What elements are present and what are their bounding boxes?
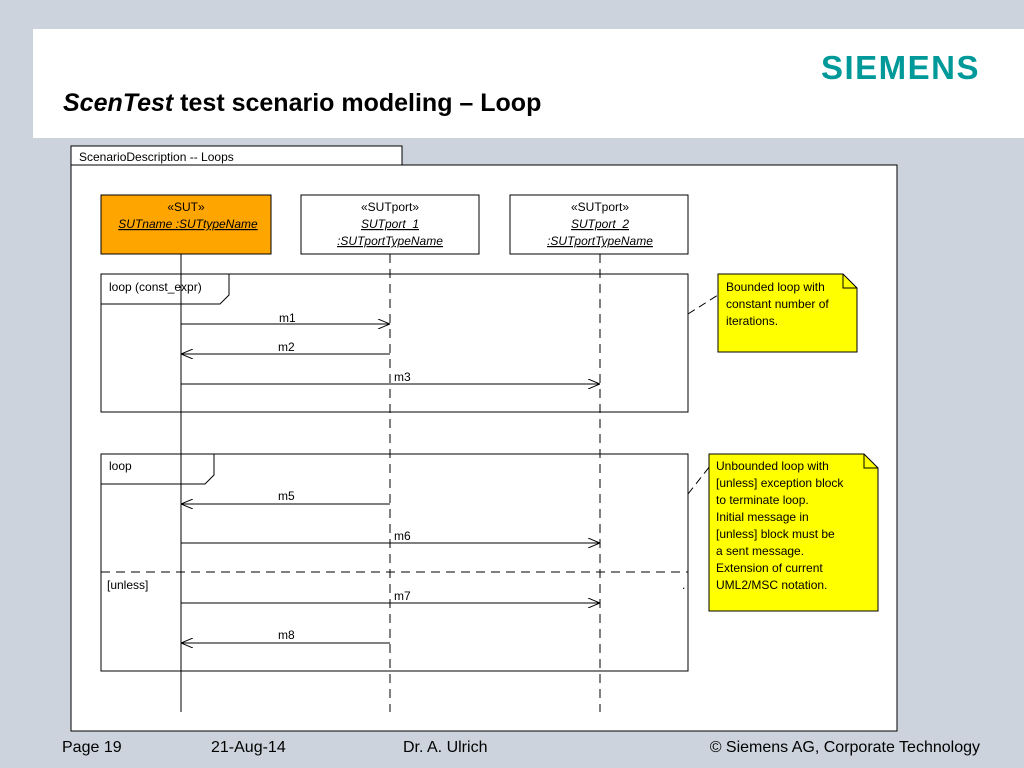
loop-fragment-unbounded: loop [unless] . — [100, 453, 689, 672]
note-bounded-line-1: Bounded loop with — [726, 280, 825, 294]
note-bounded-line-3: iterations. — [726, 314, 778, 328]
message-m2: m2 — [181, 340, 390, 354]
message-m3: m3 — [181, 370, 600, 384]
message-m1: m1 — [181, 311, 390, 325]
message-m1-label: m1 — [279, 311, 296, 325]
message-m7: m7 — [181, 589, 600, 603]
message-m5: m5 — [181, 489, 390, 504]
footer-copyright: © Siemens AG, Corporate Technology — [709, 739, 980, 756]
siemens-logo: SIEMENS — [820, 49, 980, 86]
lifeline-sut: «SUT» SUTname :SUTtypeName — [100, 194, 272, 712]
message-m7-label: m7 — [394, 589, 411, 603]
footer-page: Page 19 — [62, 739, 122, 756]
message-m8: m8 — [181, 628, 390, 643]
lifeline-sutport-2-name: SUTport_2 — [571, 217, 629, 231]
message-m6-label: m6 — [394, 529, 411, 543]
loop-fragment-unbounded-label: loop — [109, 459, 132, 473]
lifeline-sutport-1-type: :SUTportTypeName — [337, 234, 443, 248]
note-bounded-loop: Bounded loop with constant number of ite… — [687, 273, 858, 353]
title-italic: ScenTest — [63, 89, 174, 117]
note-unbounded-line-7: Extension of current — [716, 561, 823, 575]
lifeline-sut-name: SUTname :SUTtypeName — [118, 217, 258, 231]
message-m2-label: m2 — [278, 340, 295, 354]
lifeline-sutport-1-stereotype: «SUTport» — [361, 200, 419, 214]
guard-dot: . — [682, 578, 685, 592]
message-m8-label: m8 — [278, 628, 295, 642]
lifeline-sutport-1-name: SUTport_1 — [361, 217, 419, 231]
message-m5-label: m5 — [278, 489, 295, 503]
message-m3-label: m3 — [394, 370, 411, 384]
note-unbounded-line-1: Unbounded loop with — [716, 459, 829, 473]
frame-label: ScenarioDescription -- Loops — [79, 150, 234, 164]
lifeline-sut-stereotype: «SUT» — [167, 200, 205, 214]
footer-date: 21-Aug-14 — [211, 739, 286, 756]
note-unbounded-line-3: to terminate loop. — [716, 493, 809, 507]
note-unbounded-line-4: Initial message in — [716, 510, 809, 524]
note-unbounded-line-6: a sent message. — [716, 544, 804, 558]
footer-author: Dr. A. Ulrich — [403, 739, 488, 756]
unless-guard: [unless] — [107, 578, 148, 592]
lifeline-sutport-2-type: :SUTportTypeName — [547, 234, 653, 248]
message-m6: m6 — [181, 529, 600, 543]
slide-header: SIEMENS ScenTest test scenario modeling … — [33, 29, 1024, 138]
title-rest: test scenario modeling – Loop — [173, 89, 542, 117]
note-unbounded-loop: Unbounded loop with [unless] exception b… — [687, 453, 879, 612]
slide-title: ScenTest test scenario modeling – Loop — [63, 89, 541, 118]
lifeline-sutport-2: «SUTport» SUTport_2 :SUTportTypeName — [509, 194, 689, 712]
note-bounded-line-2: constant number of — [726, 297, 829, 311]
note-unbounded-line-2: [unless] exception block — [716, 476, 844, 490]
loop-fragment-bounded-label: loop (const_expr) — [109, 280, 202, 294]
note-unbounded-line-8: UML2/MSC notation. — [716, 578, 827, 592]
lifeline-sutport-1: «SUTport» SUTport_1 :SUTportTypeName — [300, 194, 480, 712]
lifeline-sutport-2-stereotype: «SUTport» — [571, 200, 629, 214]
scenario-frame: ScenarioDescription -- Loops — [70, 145, 898, 732]
note-unbounded-line-5: [unless] block must be — [716, 527, 835, 541]
loop-fragment-bounded: loop (const_expr) — [100, 273, 689, 413]
